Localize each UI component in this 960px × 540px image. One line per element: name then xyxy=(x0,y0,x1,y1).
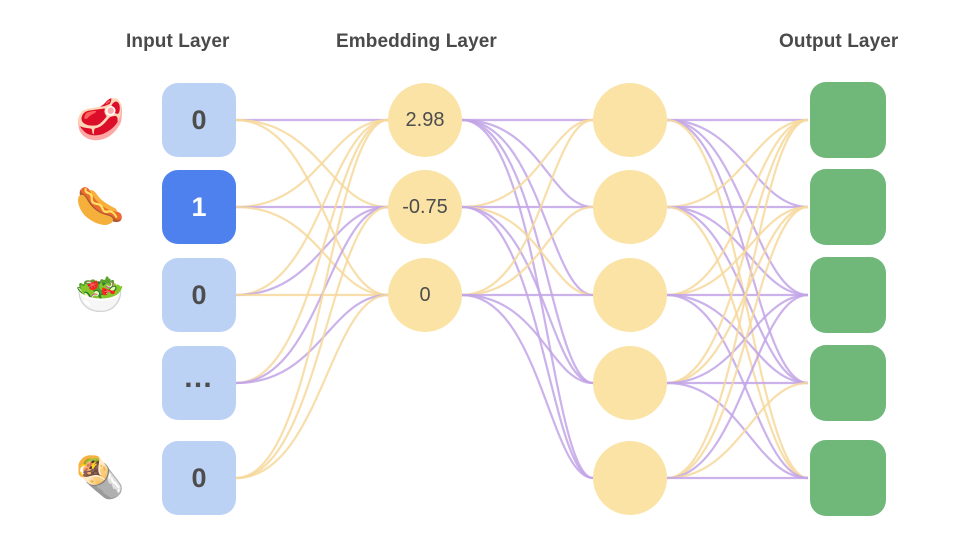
input-node-0[interactable]: 0 xyxy=(162,83,236,157)
output-layer-title: Output Layer xyxy=(779,31,899,52)
output-node-1[interactable] xyxy=(810,169,886,245)
hidden-node-4[interactable] xyxy=(593,441,667,515)
input-node-2[interactable]: 0 xyxy=(162,258,236,332)
input-node-1[interactable]: 1 xyxy=(162,170,236,244)
green-salad-icon: 🥗 xyxy=(75,272,125,318)
hidden-node-0[interactable] xyxy=(593,83,667,157)
embedding-node-0[interactable]: 2.98 xyxy=(388,83,462,157)
input-node-4[interactable]: 0 xyxy=(162,441,236,515)
embedding-node-1[interactable]: -0.75 xyxy=(388,170,462,244)
output-node-2[interactable] xyxy=(810,257,886,333)
embedding-layer-title: Embedding Layer xyxy=(336,31,497,52)
hidden-node-3[interactable] xyxy=(593,346,667,420)
hot-dog-icon: 🌭 xyxy=(75,184,125,230)
burrito-icon: 🌯 xyxy=(75,455,125,501)
cut-of-meat-icon: 🥩 xyxy=(75,97,125,143)
hidden-node-2[interactable] xyxy=(593,258,667,332)
no-icon xyxy=(72,355,128,411)
input-node-ellipsis[interactable]: … xyxy=(162,346,236,420)
embedding-node-2[interactable]: 0 xyxy=(388,258,462,332)
output-node-3[interactable] xyxy=(810,345,886,421)
output-node-4[interactable] xyxy=(810,440,886,516)
output-node-0[interactable] xyxy=(810,82,886,158)
hidden-node-1[interactable] xyxy=(593,170,667,244)
input-layer-title: Input Layer xyxy=(126,31,230,52)
